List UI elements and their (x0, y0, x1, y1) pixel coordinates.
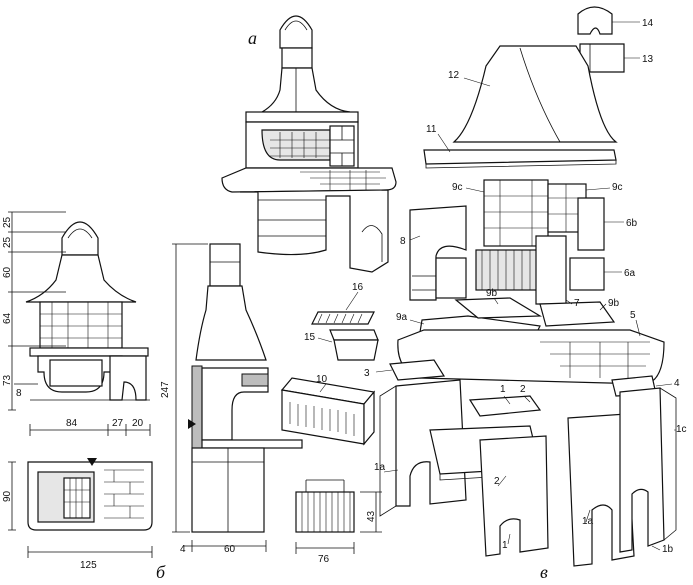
part-label-13: 13 (642, 54, 654, 65)
dim-20-width: 20 (132, 418, 144, 429)
side-section-drawing (172, 243, 382, 554)
dim-247-height: 247 (160, 381, 171, 398)
dim-64-firebox: 64 (2, 312, 13, 324)
part-label-14: 14 (642, 18, 654, 29)
dim-60-hood: 60 (2, 266, 13, 278)
part-label-2-upper: 2 (520, 384, 526, 395)
dim-25-top: 25 (2, 216, 13, 228)
dim-84-width: 84 (66, 418, 78, 429)
part-label-9b-right: 9b (608, 298, 620, 309)
dim-43-height: 43 (366, 510, 377, 522)
part-label-2-lower: 2 (494, 476, 500, 487)
part-label-16: 16 (352, 282, 364, 293)
part-label-3: 3 (364, 368, 370, 379)
part-label-9a: 9а (396, 312, 408, 323)
front-elevation-drawing (8, 211, 153, 558)
part-label-10: 10 (316, 374, 328, 385)
part-label-1-lower: 1 (502, 540, 508, 551)
part-label-4: 4 (674, 378, 680, 389)
part-label-9c-right: 9с (612, 182, 623, 193)
dim-90-depth: 90 (2, 490, 13, 502)
dim-60-depth: 60 (224, 544, 236, 555)
part-label-5: 5 (630, 310, 636, 321)
panel-label-a: а (248, 28, 257, 48)
part-label-1a-right: 1а (582, 516, 594, 527)
part-label-15: 15 (304, 332, 316, 343)
part-label-1a-left: 1а (374, 462, 386, 473)
dim-73-base: 73 (2, 374, 13, 386)
dim-25-second: 25 (2, 236, 13, 248)
part-label-7: 7 (574, 298, 580, 309)
part-label-9b-left: 9b (486, 288, 498, 299)
dim-76-width: 76 (318, 554, 330, 565)
part-label-9c-left: 9с (452, 182, 463, 193)
part-label-11: 11 (426, 124, 437, 135)
part-label-6a: 6а (624, 268, 636, 279)
part-label-1c: 1с (676, 424, 687, 435)
assembled-barbecue-view (221, 15, 397, 273)
dim-125-length: 125 (80, 560, 97, 571)
part-label-12: 12 (448, 70, 460, 81)
panel-label-v: в (540, 562, 548, 582)
dim-27-width: 27 (112, 418, 124, 429)
dim-4-wall: 4 (180, 544, 186, 555)
dim-8-offset: 8 (16, 388, 22, 399)
part-label-1b: 1b (662, 544, 674, 555)
exploded-view-drawing (379, 6, 677, 567)
part-label-6b: 6b (626, 218, 638, 229)
part-label-1-upper: 1 (500, 384, 506, 395)
panel-label-b: б (156, 562, 166, 582)
part-label-8: 8 (400, 236, 406, 247)
